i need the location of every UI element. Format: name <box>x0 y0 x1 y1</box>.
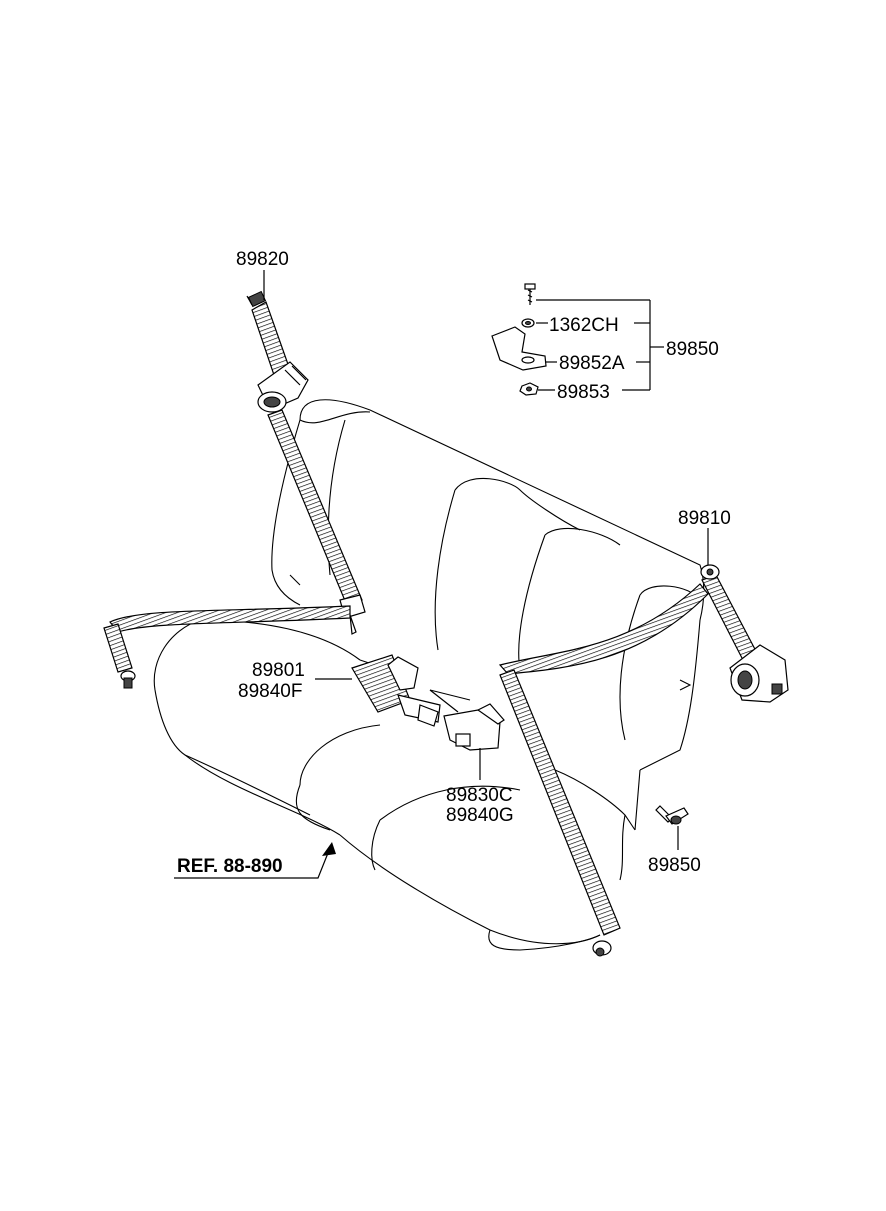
label-89830C: 89830C <box>446 785 513 806</box>
label-89801: 89801 <box>252 660 305 681</box>
label-89852A: 89852A <box>559 353 625 374</box>
label-1362CH: 1362CH <box>549 315 619 336</box>
anchor-bolt-89850 <box>655 805 689 825</box>
anchor-hardware-kit-89850 <box>491 283 547 396</box>
label-89850-top: 89850 <box>666 339 719 360</box>
right-seat-belt-89810 <box>498 564 789 957</box>
label-89810: 89810 <box>678 508 731 529</box>
center-belt-buckle-89801 <box>351 654 441 727</box>
label-89820: 89820 <box>236 249 289 270</box>
center-belt-buckle-89830C <box>429 689 505 751</box>
ref-label: REF. 88-890 <box>177 856 283 877</box>
left-shoulder-belt-89820 <box>103 290 366 689</box>
label-89840F: 89840F <box>238 681 302 702</box>
label-89853: 89853 <box>557 382 610 403</box>
leader-lines <box>174 270 709 879</box>
label-89840G: 89840G <box>446 805 514 826</box>
label-89850-bottom: 89850 <box>648 855 701 876</box>
